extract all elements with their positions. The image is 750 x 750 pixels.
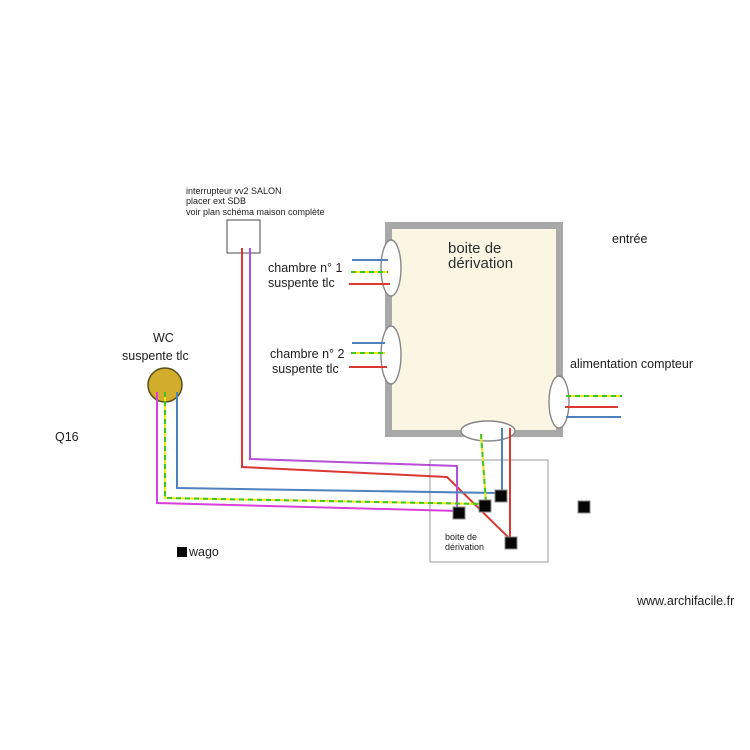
wire-drop-earth-green[interactable] [480,433,487,504]
wire-switch-violet[interactable] [249,248,458,510]
wago-connector-red[interactable] [504,536,518,550]
opening-compteur[interactable] [548,375,570,429]
wc-label[interactable]: WC [153,331,174,345]
wago-connector-earth[interactable] [478,499,492,513]
opening-bottom[interactable] [460,420,516,442]
wago-connector-violet[interactable] [452,506,466,520]
opening-chambre1[interactable] [380,239,402,297]
wago-connector-spare[interactable] [577,500,591,514]
junction-box-interior[interactable] [392,229,556,430]
wire-wc-magenta[interactable] [156,392,460,512]
small-junction-box-label[interactable]: boite de dérivation [445,532,485,553]
switch-symbol[interactable] [226,219,261,254]
chambre2-label[interactable]: chambre n° 2 [270,347,345,361]
entree-label[interactable]: entrée [612,232,648,246]
junction-box-label[interactable]: boite de dérivation [448,240,514,272]
wago-connector-blue[interactable] [494,489,508,503]
archifacile-watermark: www.archifacile.fr [637,594,735,608]
alimentation-compteur-label[interactable]: alimentation compteur [570,357,693,371]
wire-wc-earth-green[interactable] [164,392,484,505]
wago-legend-square [177,547,187,557]
wc-suspente-label[interactable]: suspente tlc [122,349,189,363]
chambre1-suspente-label[interactable]: suspente tlc [268,276,335,290]
chambre1-label[interactable]: chambre n° 1 [268,261,343,275]
chambre2-suspente-label[interactable]: suspente tlc [272,362,339,376]
opening-chambre2[interactable] [380,325,402,385]
wago-legend-label[interactable]: wago [189,545,219,559]
wire-wc-blue[interactable] [176,392,498,494]
q16-label[interactable]: Q16 [55,430,79,444]
switch-note-label[interactable]: interrupteur vv2 SALON placer ext SDB vo… [186,186,325,217]
